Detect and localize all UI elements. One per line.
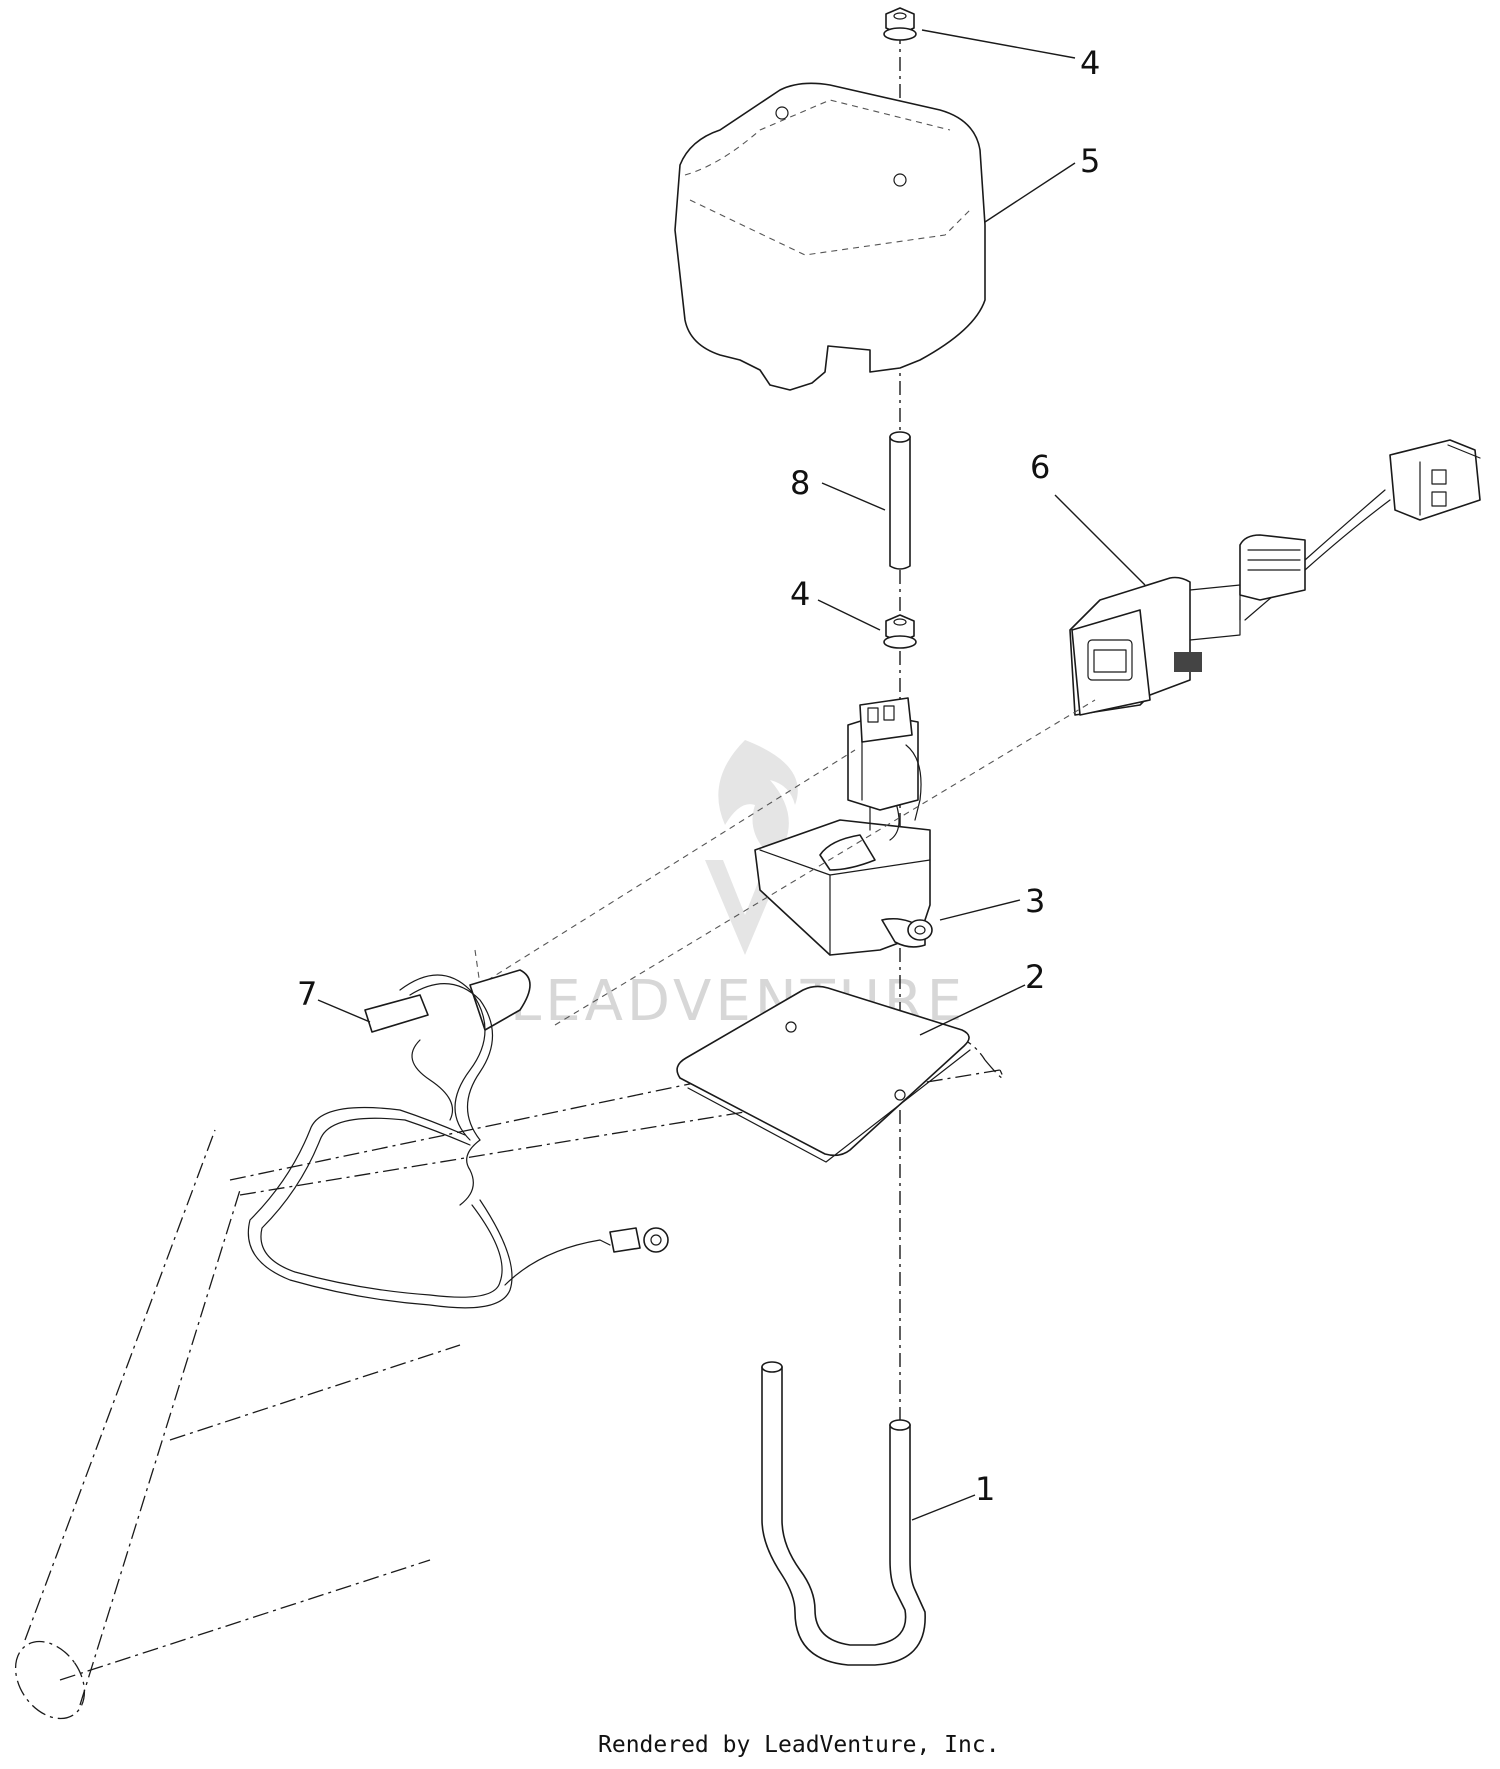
flange-nut-lower <box>883 614 917 649</box>
leader-1 <box>911 1494 976 1521</box>
u-bolt <box>761 1361 926 1666</box>
callout-5: 5 <box>1080 142 1100 180</box>
module-cover <box>674 82 986 391</box>
leader-5 <box>984 162 1076 223</box>
leader-2 <box>919 984 1026 1036</box>
spacer-tube <box>889 431 911 570</box>
leader-8 <box>821 482 886 511</box>
callout-4-lower: 4 <box>790 575 810 613</box>
mounting-plate <box>676 985 971 1163</box>
render-credit: Rendered by LeadVenture, Inc. <box>598 1732 1000 1758</box>
leader-4-top <box>921 29 1076 59</box>
wire-harness <box>247 969 669 1309</box>
watermark: LEADVENTURE <box>510 740 962 1034</box>
callout-7: 7 <box>297 975 317 1013</box>
callout-2: 2 <box>1025 958 1045 996</box>
leader-3 <box>939 899 1021 921</box>
callout-3: 3 <box>1025 882 1045 920</box>
hour-meter <box>1069 439 1481 716</box>
control-module <box>754 697 933 956</box>
leader-4-lower <box>817 599 881 631</box>
callout-8: 8 <box>790 464 810 502</box>
callout-1: 1 <box>975 1470 995 1508</box>
leader-6 <box>1054 494 1146 586</box>
leader-7 <box>317 999 371 1023</box>
callout-6: 6 <box>1030 448 1050 486</box>
callout-4-top: 4 <box>1080 44 1100 82</box>
flange-nut-top <box>883 7 917 41</box>
